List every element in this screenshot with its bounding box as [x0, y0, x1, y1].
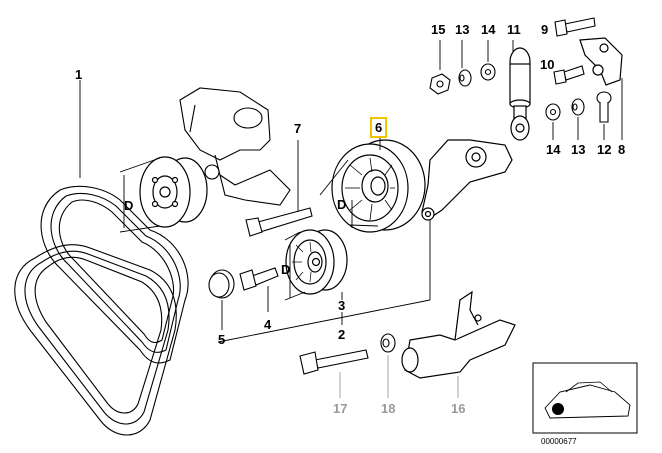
dimension-label-upper-pulley: D — [124, 198, 134, 213]
part-label-3[interactable]: 3 — [338, 298, 346, 313]
part-label-15[interactable]: 15 — [431, 22, 446, 37]
nut-15[interactable] — [429, 73, 451, 95]
bolt-4[interactable] — [239, 267, 279, 291]
dimension-label-tensioner: D — [337, 197, 347, 212]
part-label-17[interactable]: 17 — [333, 401, 348, 416]
drive-belt[interactable] — [14, 185, 189, 436]
washer-14a[interactable] — [480, 63, 496, 81]
part-label-12[interactable]: 12 — [597, 142, 612, 157]
washer-5[interactable] — [208, 269, 235, 299]
bolt-10[interactable] — [553, 65, 585, 85]
idler-pulley-dimension — [284, 231, 306, 301]
bushing-13a[interactable] — [458, 69, 472, 87]
upper-pulley-dimension — [119, 157, 161, 233]
tensioner-pulley[interactable] — [331, 139, 426, 233]
part-label-13-bottom[interactable]: 13 — [571, 142, 586, 157]
tensioner-pulley-dimension — [319, 159, 379, 228]
part-label-14-bottom[interactable]: 14 — [546, 142, 561, 157]
part-label-8[interactable]: 8 — [618, 142, 626, 157]
bracket-8[interactable] — [579, 37, 623, 86]
tensioner-arm[interactable] — [421, 139, 513, 221]
vehicle-inset[interactable] — [532, 362, 638, 434]
part-label-11[interactable]: 11 — [507, 22, 521, 37]
bushing-13b[interactable] — [571, 98, 585, 116]
washer-18[interactable] — [380, 333, 396, 353]
part-label-4[interactable]: 4 — [264, 317, 272, 332]
assembly-lines — [217, 220, 431, 343]
upper-pulley[interactable] — [139, 156, 208, 228]
part-label-10[interactable]: 10 — [540, 57, 555, 72]
part-label-14-top[interactable]: 14 — [481, 22, 496, 37]
bolt-7[interactable] — [245, 207, 313, 237]
bolt-9[interactable] — [554, 17, 596, 37]
engine-bracket[interactable] — [179, 87, 291, 206]
part-label-1[interactable]: 1 — [75, 67, 83, 82]
part-label-2[interactable]: 2 — [338, 327, 346, 342]
part-label-16[interactable]: 16 — [451, 401, 466, 416]
part-label-5[interactable]: 5 — [218, 332, 226, 347]
part-label-13-top[interactable]: 13 — [455, 22, 470, 37]
leaders-lower — [339, 355, 459, 398]
part-label-18[interactable]: 18 — [381, 401, 396, 416]
part-label-6-highlighted[interactable]: 6 — [370, 117, 388, 138]
shock-absorber-11[interactable] — [509, 47, 531, 141]
part-label-7[interactable]: 7 — [294, 121, 302, 136]
part-label-9[interactable]: 9 — [541, 22, 549, 37]
diagram-reference-number: 00000677 — [541, 437, 577, 446]
washer-14b[interactable] — [545, 103, 561, 121]
dimension-label-idler: D — [281, 262, 291, 277]
bolt-12[interactable] — [596, 91, 612, 123]
bolt-17[interactable] — [299, 349, 369, 375]
idler-pulley[interactable] — [285, 229, 348, 295]
bracket-16[interactable] — [401, 290, 516, 379]
